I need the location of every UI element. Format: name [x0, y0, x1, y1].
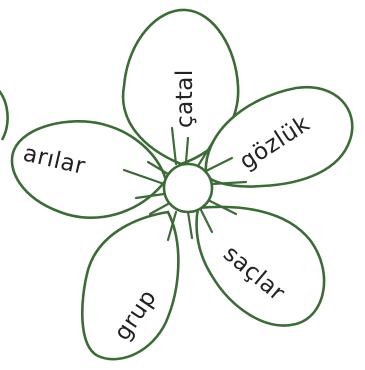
- partial-petal-left: [0, 86, 8, 140]
- ray: [188, 212, 192, 238]
- flower-center: [164, 164, 212, 212]
- word-catal: çatal: [172, 69, 198, 128]
